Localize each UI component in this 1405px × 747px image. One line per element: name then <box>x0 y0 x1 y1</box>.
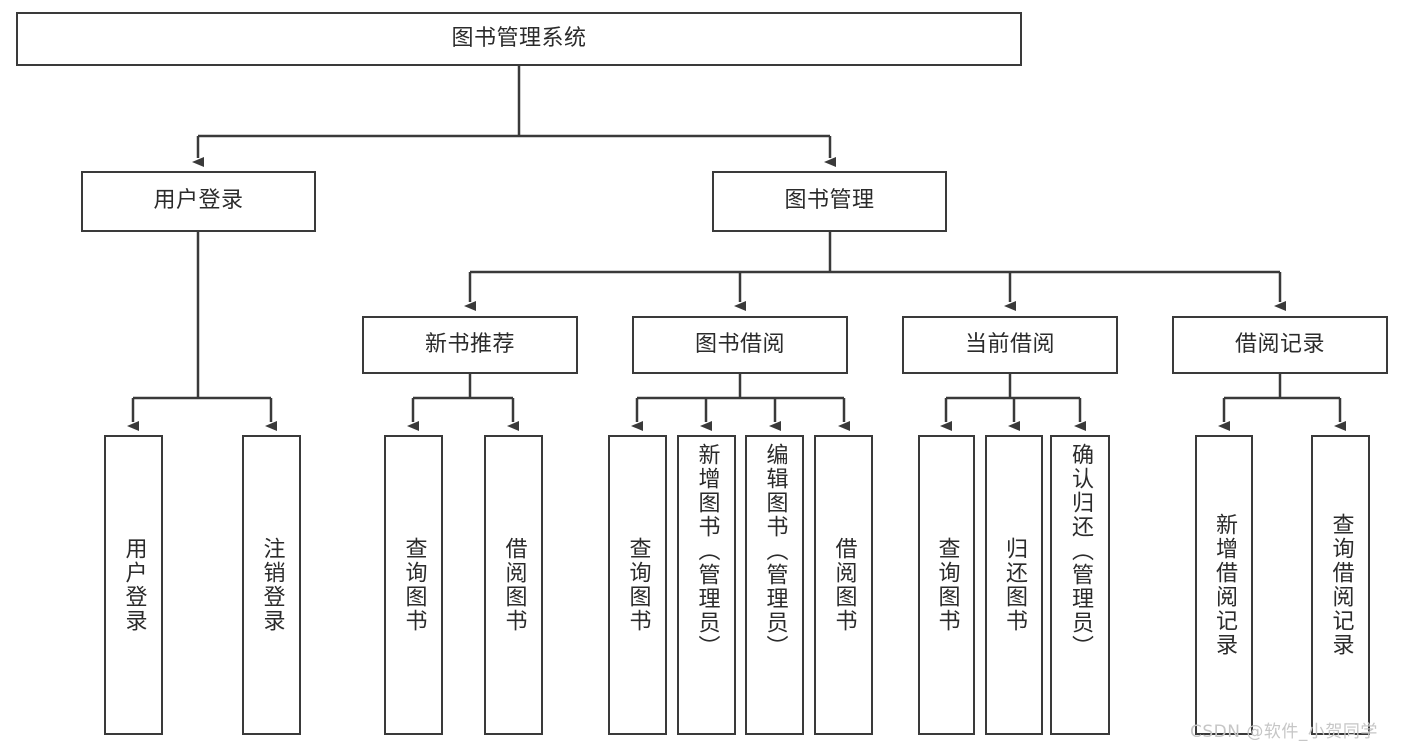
node-user-login[interactable]: 用户登录 <box>81 171 316 232</box>
leaf-borrow-record-add-record[interactable]: 新增借阅记录 <box>1195 435 1253 735</box>
node-label: 借阅图书 <box>831 537 857 633</box>
node-current-borrow[interactable]: 当前借阅 <box>902 316 1118 374</box>
leaf-book-borrow-edit-book-admin[interactable]: 编辑图书（管理员） <box>745 435 804 735</box>
node-new-book-recommend[interactable]: 新书推荐 <box>362 316 578 374</box>
leaf-user-login-login[interactable]: 用户登录 <box>104 435 163 735</box>
leaf-user-login-logout[interactable]: 注销登录 <box>242 435 301 735</box>
node-borrow-record[interactable]: 借阅记录 <box>1172 316 1388 374</box>
node-label: 图书借阅 <box>694 331 785 357</box>
csdn-watermark: CSDN @软件_小贺同学 <box>1190 722 1378 742</box>
leaf-book-borrow-add-book-admin[interactable]: 新增图书（管理员） <box>677 435 736 735</box>
node-label: 新增图书（管理员） <box>694 443 720 659</box>
node-label: 借阅图书 <box>501 537 527 633</box>
node-label: 查询图书 <box>625 537 651 633</box>
node-label: 新增借阅记录 <box>1212 513 1237 657</box>
leaf-current-borrow-query-book[interactable]: 查询图书 <box>918 435 975 735</box>
node-label: 查询借阅记录 <box>1328 513 1354 657</box>
leaf-book-borrow-query-book[interactable]: 查询图书 <box>608 435 667 735</box>
node-label: 归还图书 <box>1002 537 1027 633</box>
leaf-new-book-query-book[interactable]: 查询图书 <box>384 435 443 735</box>
node-label: 查询图书 <box>934 537 960 633</box>
node-label: 图书管理 <box>784 188 875 214</box>
node-label: 用户登录 <box>153 188 244 214</box>
leaf-current-borrow-confirm-return-admin[interactable]: 确认归还（管理员） <box>1050 435 1110 735</box>
leaf-current-borrow-return-book[interactable]: 归还图书 <box>985 435 1043 735</box>
leaf-book-borrow-borrow-book[interactable]: 借阅图书 <box>814 435 873 735</box>
node-label: 确认归还（管理员） <box>1068 443 1093 659</box>
node-root-system[interactable]: 图书管理系统 <box>16 12 1022 66</box>
leaf-new-book-borrow-book[interactable]: 借阅图书 <box>484 435 543 735</box>
leaf-borrow-record-query-record[interactable]: 查询借阅记录 <box>1311 435 1370 735</box>
node-label: 注销登录 <box>259 537 285 633</box>
node-label: 借阅记录 <box>1234 331 1325 357</box>
node-label: 当前借阅 <box>964 331 1055 357</box>
node-label: 查询图书 <box>401 537 427 633</box>
node-label: 编辑图书（管理员） <box>762 443 788 659</box>
node-book-management[interactable]: 图书管理 <box>712 171 947 232</box>
node-label: 新书推荐 <box>424 331 515 357</box>
node-book-borrow[interactable]: 图书借阅 <box>632 316 848 374</box>
node-label: 图书管理系统 <box>451 25 587 51</box>
node-label: 用户登录 <box>121 537 147 633</box>
